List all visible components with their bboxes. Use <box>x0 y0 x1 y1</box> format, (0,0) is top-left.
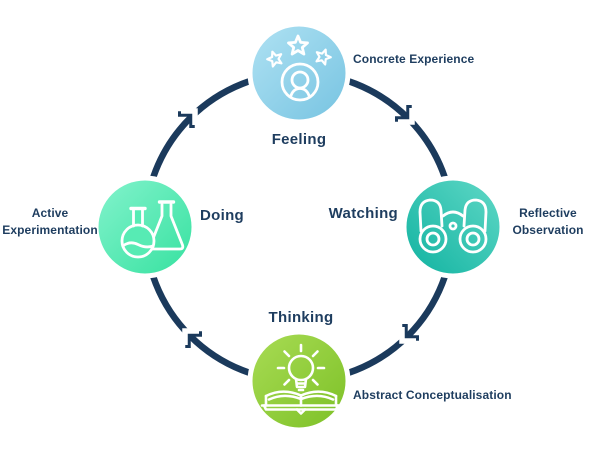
node-active-experimentation <box>93 175 197 279</box>
label-watching: Watching <box>328 205 398 222</box>
arrow-bottom-to-left <box>182 328 202 348</box>
label-reflective-observation: Reflective Observation <box>512 206 584 237</box>
node-reflective-observation <box>401 175 505 279</box>
node-abstract-conceptualisation <box>247 329 351 433</box>
label-feeling: Feeling <box>271 131 327 148</box>
binoculars-icon <box>418 198 488 254</box>
node-concrete-experience <box>247 21 351 125</box>
label-doing: Doing <box>200 207 244 224</box>
label-active-experimentation: Active Experimentation <box>2 206 98 237</box>
label-thinking: Thinking <box>268 309 334 326</box>
arrow-right-to-bottom <box>399 324 419 344</box>
lightbulb-book-icon <box>260 343 342 415</box>
arrow-top-to-right <box>395 105 415 125</box>
label-abstract-conceptualisation: Abstract Conceptualisation <box>353 388 512 402</box>
arrow-left-to-top <box>178 108 198 128</box>
label-concrete-experience: Concrete Experience <box>353 52 475 66</box>
flasks-icon <box>120 200 185 259</box>
stars-person-icon <box>264 34 334 102</box>
